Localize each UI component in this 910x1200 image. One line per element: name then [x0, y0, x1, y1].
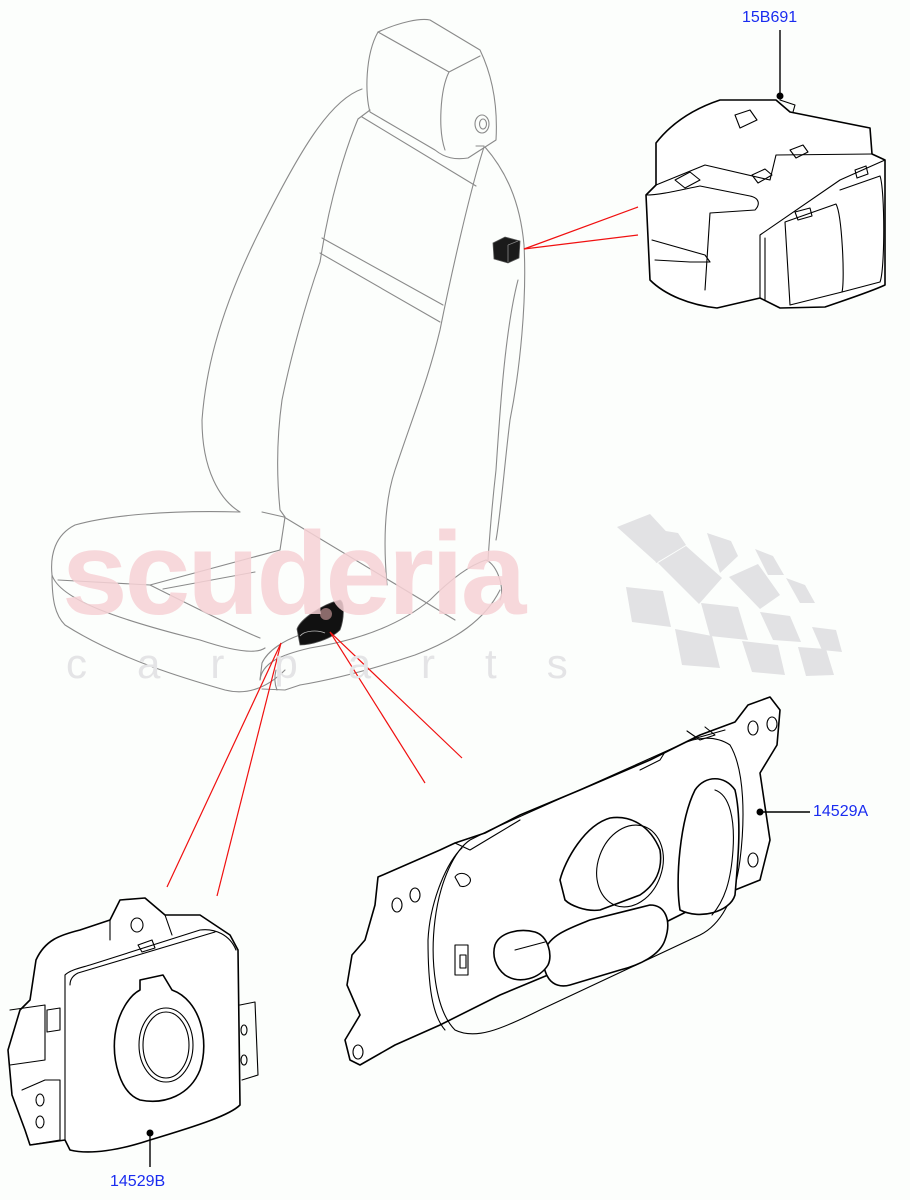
part-14529B-rotary-switch: [7, 897, 259, 1153]
part-15B691-module: [645, 99, 886, 309]
callout-15B691[interactable]: 15B691: [742, 9, 798, 26]
callout-dot-14529A: [756, 808, 764, 816]
watermark-carparts: carparts: [66, 640, 618, 687]
callout-dot-14529B: [146, 1129, 154, 1137]
watermark-scuderia: scuderia: [62, 508, 526, 640]
callout-14529A[interactable]: 14529A: [813, 803, 869, 820]
backrest-module-location: [492, 236, 521, 264]
seat-outline: [51, 18, 526, 693]
callout-dot-15B691: [776, 92, 784, 100]
leader-lines-red: [166, 206, 639, 897]
part-14529A-seat-switch: [344, 696, 781, 1066]
callout-leaders: [146, 30, 810, 1167]
checkered-flag-watermark: [617, 514, 842, 676]
callout-14529B[interactable]: 14529B: [110, 1173, 166, 1190]
